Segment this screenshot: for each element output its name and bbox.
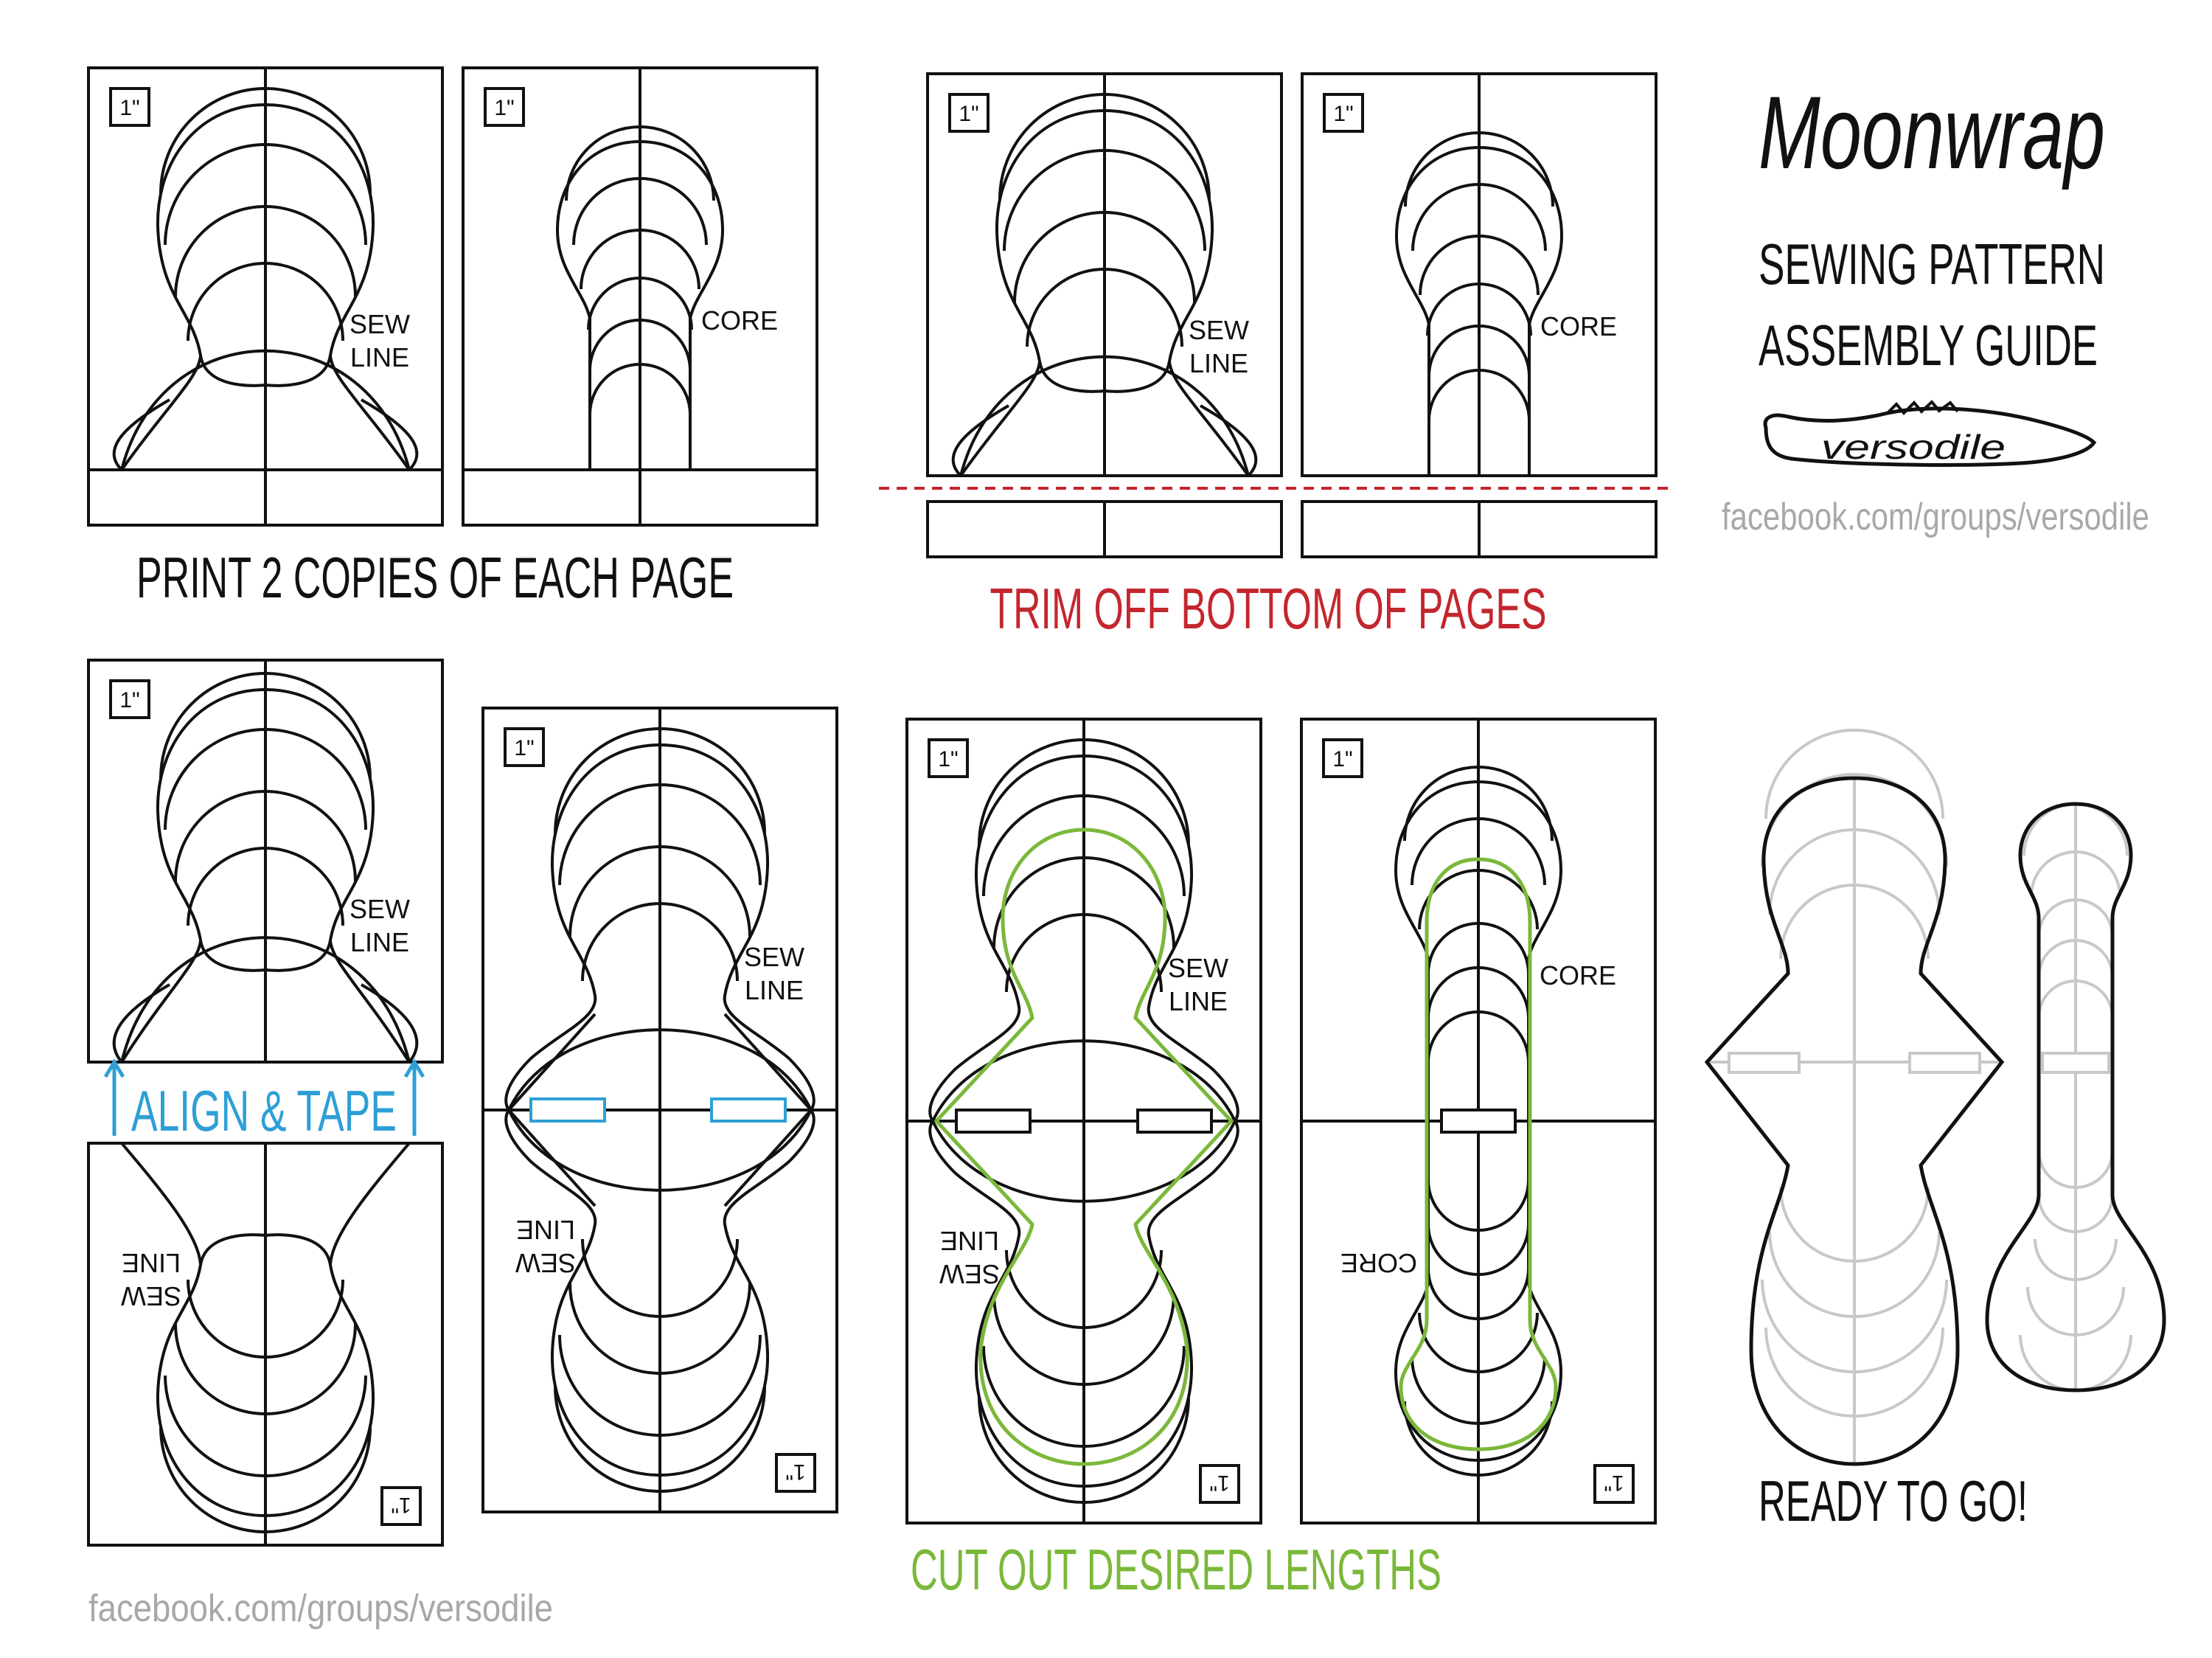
trim-sew-page: 1" SEW LINE [926, 72, 1283, 477]
scale-label: 1" [494, 96, 514, 120]
scale-label-inverted: 1" [785, 1460, 805, 1484]
trim-step-label: TRIM OFF BOTTOM OF PAGES [990, 576, 1547, 641]
sew-line-label-2: LINE [122, 1248, 181, 1278]
align-step-group: 1" SEW LINE A [87, 659, 444, 1547]
brand-subtitle-2: ASSEMBLY GUIDE [1759, 313, 2098, 378]
url-top: facebook.com/groups/versodile [1722, 496, 2149, 538]
taped-wide-pattern: 1" 1" [481, 707, 838, 1513]
scale-label: 1" [514, 736, 534, 760]
sew-line-label-2: LINE [1189, 348, 1248, 378]
align-step-label: ALIGN & TAPE [131, 1078, 397, 1143]
sew-line-label: SEW [1189, 315, 1249, 345]
print-core-page: 1" CORE [462, 66, 818, 527]
sew-line-label: SEW [349, 894, 410, 924]
scale-label: 1" [938, 747, 958, 771]
core-label-inverted: CORE [1340, 1248, 1417, 1278]
tape-pieces-cut [955, 1109, 1213, 1134]
print-step-label: PRINT 2 COPIES OF EACH PAGE [136, 545, 734, 610]
sew-line-label: SEW [744, 942, 804, 972]
sew-line-label: SEW [349, 309, 410, 339]
trimmed-strips [926, 500, 1658, 558]
sew-line-label-2: LINE [350, 927, 409, 957]
align-top-page: 1" SEW LINE [87, 659, 444, 1064]
cut-line-core [1399, 857, 1558, 1451]
ready-step-label: READY TO GO! [1759, 1468, 2028, 1533]
cut-line-wide [933, 828, 1234, 1466]
sew-line-label-2: LINE [745, 975, 804, 1005]
logo-text: versodile [1821, 428, 2006, 466]
brand-block: Moonwrap SEWING PATTERN ASSEMBLY GUIDE v… [1722, 74, 2149, 538]
cut-step-label: CUT OUT DESIRED LENGTHS [911, 1537, 1441, 1602]
scale-label-inverted: 1" [1209, 1471, 1229, 1495]
print-sew-page: 1" SEW LINE [87, 66, 444, 527]
brand-subtitle-1: SEWING PATTERN [1759, 232, 2105, 296]
finished-core-pad [2019, 802, 2132, 1392]
finished-wide-pad-outline [1704, 776, 2005, 1466]
sew-line-label: SEW [1168, 953, 1228, 983]
url-bottom: facebook.com/groups/versodile [88, 1587, 553, 1630]
align-arrow-left-icon [103, 1058, 125, 1136]
scale-label: 1" [119, 96, 139, 120]
sew-line-label-2: LINE [516, 1215, 575, 1245]
core-label: CORE [1540, 960, 1616, 991]
tape-piece-core [1440, 1109, 1517, 1134]
core-label: CORE [701, 305, 778, 336]
sew-line-label-2: LINE [1169, 986, 1228, 1016]
cut-wide-pattern: 1" 1" SEW LINE S [905, 718, 1262, 1525]
scale-label: 1" [1333, 102, 1353, 126]
finished-wide-pad [1707, 729, 2002, 1464]
scale-label-inverted: 1" [391, 1493, 411, 1517]
align-arrow-right-icon [403, 1058, 425, 1136]
scale-label: 1" [959, 102, 978, 126]
cut-core-pattern: 1" 1" CORE CORE CUT OUT DESIRED LENGTHS [911, 718, 1657, 1602]
core-label: CORE [1540, 311, 1617, 341]
brand-title: Moonwrap [1759, 74, 2105, 190]
print-step-group: 1" SEW LINE 1" [87, 66, 818, 610]
trim-core-page: 1" CORE [1301, 72, 1658, 477]
sew-line-label: SEW [939, 1259, 1000, 1289]
sew-line-label-2: LINE [350, 342, 409, 372]
scale-label-inverted: 1" [1604, 1471, 1624, 1495]
scale-label: 1" [1332, 747, 1352, 771]
ready-step-group: READY TO GO! [1704, 729, 2166, 1533]
sew-line-label-2: LINE [940, 1226, 999, 1256]
align-bottom-page: 1" SEW LINE [87, 1142, 444, 1547]
sew-line-label: SEW [515, 1248, 576, 1278]
trim-step-group: 1" SEW LINE 1" [879, 72, 1674, 641]
scale-label: 1" [119, 688, 139, 712]
versodile-logo-icon: versodile [1763, 400, 2097, 467]
sew-line-label: SEW [121, 1281, 181, 1311]
finished-core-pad-outline [1985, 802, 2166, 1392]
tape-pieces [529, 1097, 787, 1123]
